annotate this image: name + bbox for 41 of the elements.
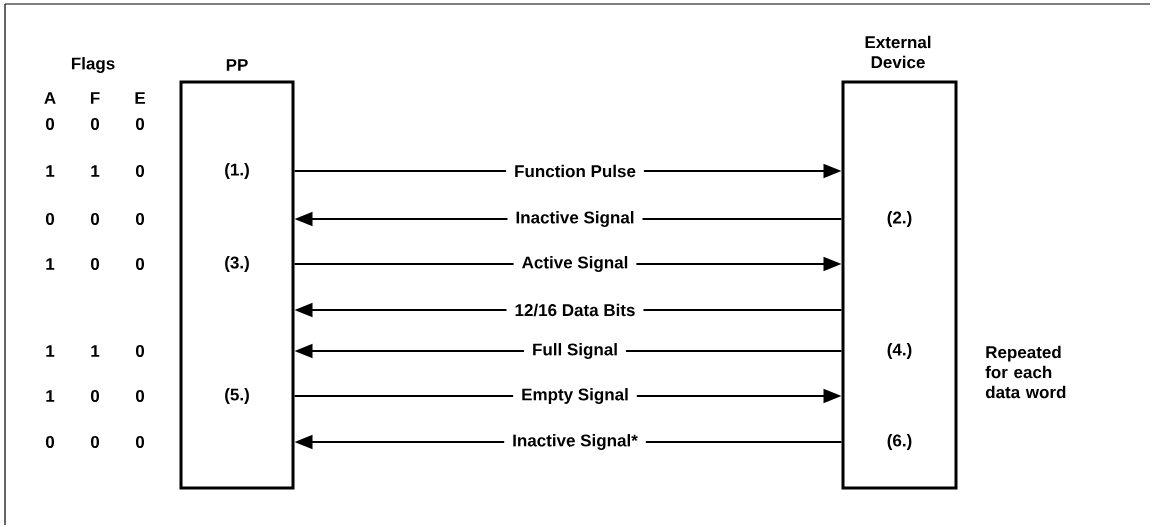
flag-value: 1 xyxy=(91,345,100,357)
column-heading: A xyxy=(44,92,56,104)
flag-value: 1 xyxy=(46,390,55,402)
column-heading: F xyxy=(90,92,100,104)
flag-value: 0 xyxy=(45,213,55,225)
flag-value: 0 xyxy=(135,165,145,177)
flag-value: 0 xyxy=(45,118,55,130)
flag-value: 0 xyxy=(90,389,100,402)
flag-value: 0 xyxy=(135,213,145,225)
signal-label: 12/16 Data Bits xyxy=(506,302,644,318)
block-heading: External Device xyxy=(865,35,931,69)
flag-value: 0 xyxy=(135,435,145,448)
step-number: (3.) xyxy=(225,256,249,272)
table-heading: Flags xyxy=(71,57,115,73)
flag-value: 0 xyxy=(90,213,100,225)
step-number: (5.) xyxy=(225,388,249,404)
flag-value: 0 xyxy=(90,118,100,130)
step-number: (2.) xyxy=(887,211,912,227)
signal-label: Inactive Signal xyxy=(507,210,643,228)
note: Repeated for each data word xyxy=(985,345,1066,399)
signal-label: Active Signal xyxy=(513,255,637,273)
signal-label: Inactive Signal* xyxy=(504,433,646,451)
column-heading: E xyxy=(135,92,145,104)
step-number: (6.) xyxy=(887,434,912,450)
signal-label: Function Pulse xyxy=(506,163,644,179)
flag-value: 0 xyxy=(135,257,145,270)
flag-value: 1 xyxy=(91,165,100,177)
step-number: (1.) xyxy=(225,163,249,179)
signal-label: Empty Signal xyxy=(513,387,637,405)
step-number: (4.) xyxy=(887,343,912,359)
flag-value: 0 xyxy=(135,389,145,402)
flag-value: 1 xyxy=(46,165,55,177)
flag-value: 1 xyxy=(46,258,55,270)
flag-value: 0 xyxy=(135,118,145,130)
flag-value: 0 xyxy=(45,435,55,448)
flag-value: 0 xyxy=(135,344,145,357)
flag-value: 1 xyxy=(46,345,55,357)
flag-value: 0 xyxy=(90,257,100,270)
signal-label: Full Signal xyxy=(524,342,626,360)
block-heading: PP xyxy=(226,59,248,71)
flag-value: 0 xyxy=(90,435,100,448)
